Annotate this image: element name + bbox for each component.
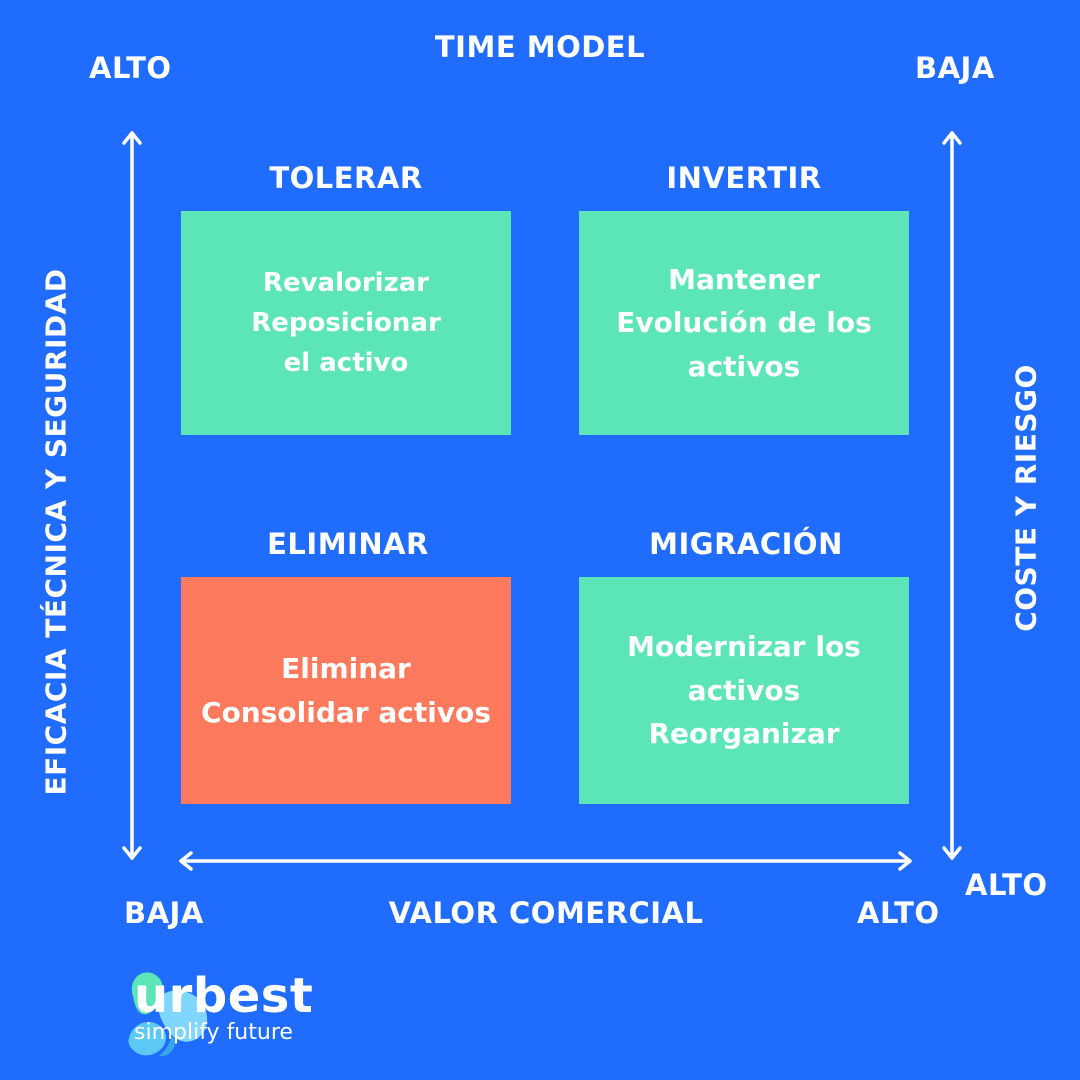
box-line: Mantener [668,262,820,296]
corner-label-top-right: BAJA [915,51,995,85]
quadrant-heading-eliminar: ELIMINAR [267,527,429,561]
box-line: Eliminar [281,652,411,686]
box-line: Revalorizar [262,267,430,298]
quadrant-heading-tolerar: TOLERAR [269,161,423,195]
quadrant-box-migracion: Modernizar los activos Reorganizar [579,577,909,804]
quadrant-box-tolerar: Revalorizar Reposicionar el activo [181,211,511,435]
box-line: Consolidar activos [201,695,491,729]
brand-tagline: simplify future [134,1020,293,1045]
box-line: Evolución de los [616,306,872,340]
box-line: activos [687,349,801,383]
quadrant-box-invertir: Mantener Evolución de los activos [579,211,909,435]
quadrant-heading-invertir: INVERTIR [666,161,822,195]
box-line: el activo [283,348,409,379]
corner-label-bottom-mid-right: ALTO [857,896,940,930]
quadrant-heading-migracion: MIGRACIÓN [649,527,843,561]
x-axis-label: VALOR COMERCIAL [388,896,704,930]
diagram-title: TIME MODEL [434,30,646,64]
corner-label-top-left: ALTO [89,51,172,85]
corner-label-bottom-left: BAJA [124,896,204,930]
urbest-logo-icon [128,972,208,1057]
box-line: Reposicionar [251,307,441,338]
quadrant-box-eliminar: Eliminar Consolidar activos [181,577,511,804]
brand-name: urbest [134,968,314,1024]
corner-label-bottom-right: ALTO [965,868,1048,902]
box-line: Reorganizar [648,717,840,751]
box-line: activos [687,673,801,707]
left-axis-label: EFICACIA TÉCNICA Y SEGURIDAD [39,268,73,796]
right-axis-label: COSTE Y RIESGO [1009,364,1043,632]
brand-wordmark: urbest simplify future [134,972,313,1044]
box-line: Modernizar los [627,630,861,664]
